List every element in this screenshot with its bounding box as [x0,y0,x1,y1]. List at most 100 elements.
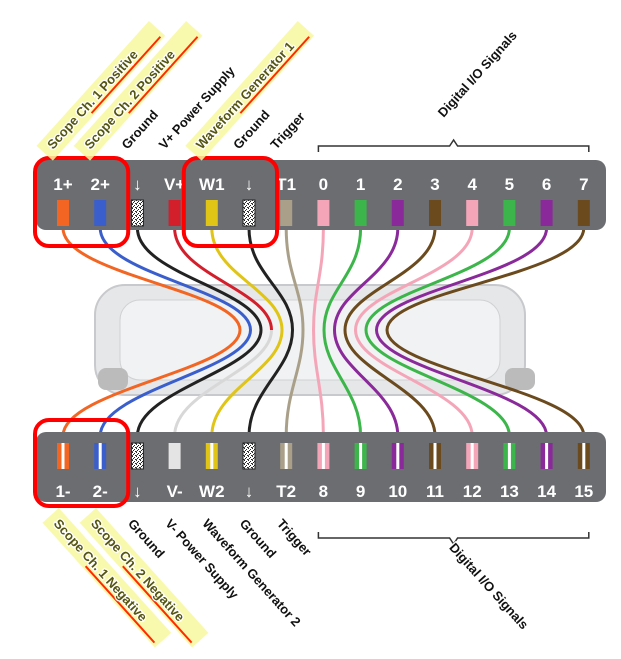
bottom-pin-stripe-1 [98,443,102,469]
bottom-pin-label-14: 15 [574,482,593,501]
bottom-pin-stripe-0 [61,443,65,469]
bottom-pin-stripe-7 [321,443,325,469]
wire-top-14 [385,227,586,331]
bottom-pin-swatch-2 [130,442,144,470]
wire-bottom-6 [284,329,305,437]
top-pin-swatch-10 [429,200,441,226]
wire-bottom-14 [385,329,586,437]
wire-top-2 [135,227,263,331]
label-highlight [42,508,172,648]
bottom-pin-label-7: 8 [319,482,328,501]
wire-top-6 [284,227,305,331]
top-pin-swatch-7 [317,200,330,226]
bottom-pin-stripe-9 [396,443,400,469]
top-label-group-6: Trigger [266,108,309,153]
top-pin-label-12: 5 [505,175,514,194]
bottom-pin-stripe-10 [433,443,437,469]
bottom-pin-stripe-14 [582,443,586,469]
wire-bottom-4 [210,329,284,437]
wire-bottom-2 [135,329,263,437]
wire-bottom-7 [312,329,325,437]
top-pin-swatch-8 [354,200,367,226]
top-pin-label-3: V+ [164,175,185,194]
wire-top-11 [354,227,474,331]
top-pin-label-11: 4 [467,175,477,194]
top-pin-swatch-3 [168,200,181,226]
bottom-pin-stripe-11 [470,443,474,469]
bottom-pin-swatch-5 [242,442,256,470]
bottom-pin-label-13: 14 [537,482,556,501]
highlight-box-1 [181,156,279,248]
label-underline [90,36,162,114]
top-pin-swatch-2 [130,199,144,227]
wire-top-13 [375,227,549,331]
wire-top-4 [210,227,284,331]
bottom-pin-swatch-3 [168,443,181,469]
label-highlight [185,21,315,161]
wire-top-9 [333,227,400,331]
top-pin-label-5: ↓ [245,175,254,194]
highlight-box-2 [33,418,131,508]
wire-bottom-12 [364,329,511,437]
bottom-pin-label-6: T2 [276,482,296,501]
top-pin-swatch-6 [280,200,293,226]
device-foot-left [98,368,128,390]
bottom-pin-label-10: 11 [426,482,444,501]
top-pin-label-0: 1+ [53,175,72,194]
label-underline [122,565,193,644]
wire-bottom-8 [322,329,363,437]
bottom-pin-label-2: ↓ [133,482,142,501]
top-signal-label-6: Trigger [267,109,308,152]
top-pin-swatch-9 [391,200,404,226]
top-pin-swatch-0 [57,200,69,226]
wire-top-5 [247,227,294,331]
bottom-pin-label-12: 13 [500,482,519,501]
top-pin-label-8: 1 [356,175,365,194]
top-digital-bracket [317,138,590,152]
bottom-label-group-6: Trigger [273,515,316,560]
top-pin-swatch-13 [540,200,553,226]
bottom-pin-label-0: 1- [55,482,70,501]
top-digital-label-group: Digital I/O Signals [433,27,521,122]
bottom-pin-stripe-13 [545,443,549,469]
label-highlight [36,21,166,161]
top-pin-label-6: T1 [276,175,296,194]
top-pin-label-4: W1 [199,175,225,194]
bottom-pin-stripe-12 [507,443,511,469]
label-underline [84,565,156,644]
wire-bottom-5 [247,329,294,437]
bottom-pin-stripe-4 [210,443,214,469]
wire-bottom-10 [343,329,437,437]
highlight-box-0 [33,156,131,248]
top-pin-swatch-4 [205,200,218,226]
bottom-digital-io-label: Digital I/O Signals [446,540,531,632]
top-pin-label-2: ↓ [133,175,142,194]
bottom-pin-label-9: 10 [388,482,407,501]
bottom-pin-stripe-6 [284,443,288,469]
top-pin-label-1: 2+ [91,175,110,194]
top-pin-label-13: 6 [542,175,551,194]
top-pin-swatch-11 [466,200,479,226]
top-pin-swatch-14 [577,200,590,226]
top-pin-label-7: 0 [319,175,328,194]
bottom-pin-label-11: 12 [463,482,482,501]
bottom-digital-bracket [317,532,590,546]
wire-top-8 [322,227,363,331]
wire-top-10 [343,227,437,331]
top-pin-label-10: 3 [430,175,439,194]
device-foot-right [505,368,535,390]
label-underline [239,36,310,114]
top-pin-label-9: 2 [393,175,402,194]
bottom-pin-label-5: ↓ [245,482,254,501]
top-digital-io-label: Digital I/O Signals [435,28,520,120]
top-pin-label-14: 7 [579,175,588,194]
wire-top-7 [312,227,325,331]
top-pin-swatch-12 [503,200,516,226]
label-highlight [73,21,203,161]
device-inner [119,299,501,381]
wire-bottom-3 [173,329,273,437]
wire-top-3 [173,227,273,331]
bottom-pin-label-4: W2 [199,482,225,501]
